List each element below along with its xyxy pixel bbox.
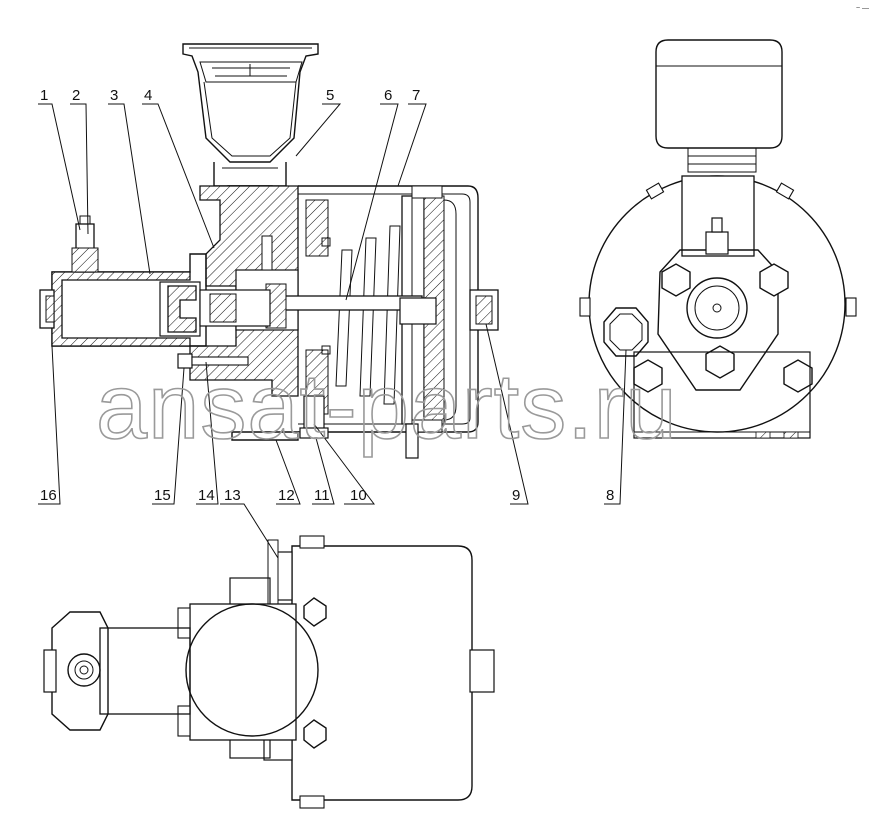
callout-8: 8	[606, 487, 614, 504]
callout-1: 1	[40, 87, 48, 104]
side-view	[579, 39, 857, 439]
callout-15: 15	[154, 487, 171, 504]
callout-6: 6	[384, 87, 392, 104]
callout-12: 12	[278, 487, 295, 504]
callout-leaders	[38, 103, 627, 559]
callout-13: 13	[224, 487, 241, 504]
callout-14: 14	[198, 487, 215, 504]
callout-11: 11	[314, 487, 330, 504]
callout-5: 5	[326, 87, 334, 104]
callout-10: 10	[350, 487, 367, 504]
callout-4: 4	[144, 87, 152, 104]
watermark: ansat-parts.ru	[96, 356, 678, 458]
callout-labels: 1 2 3 4 5 6 7 8 9 10 11 12 13 14 15 16	[40, 87, 614, 504]
callout-16: 16	[40, 487, 57, 504]
bottom-view	[43, 535, 495, 809]
callout-7: 7	[412, 87, 420, 104]
section-view	[39, 43, 499, 459]
corner-mark: ~ —	[856, 5, 869, 12]
callout-9: 9	[512, 487, 520, 504]
callout-3: 3	[110, 87, 118, 104]
callout-2: 2	[72, 87, 80, 104]
